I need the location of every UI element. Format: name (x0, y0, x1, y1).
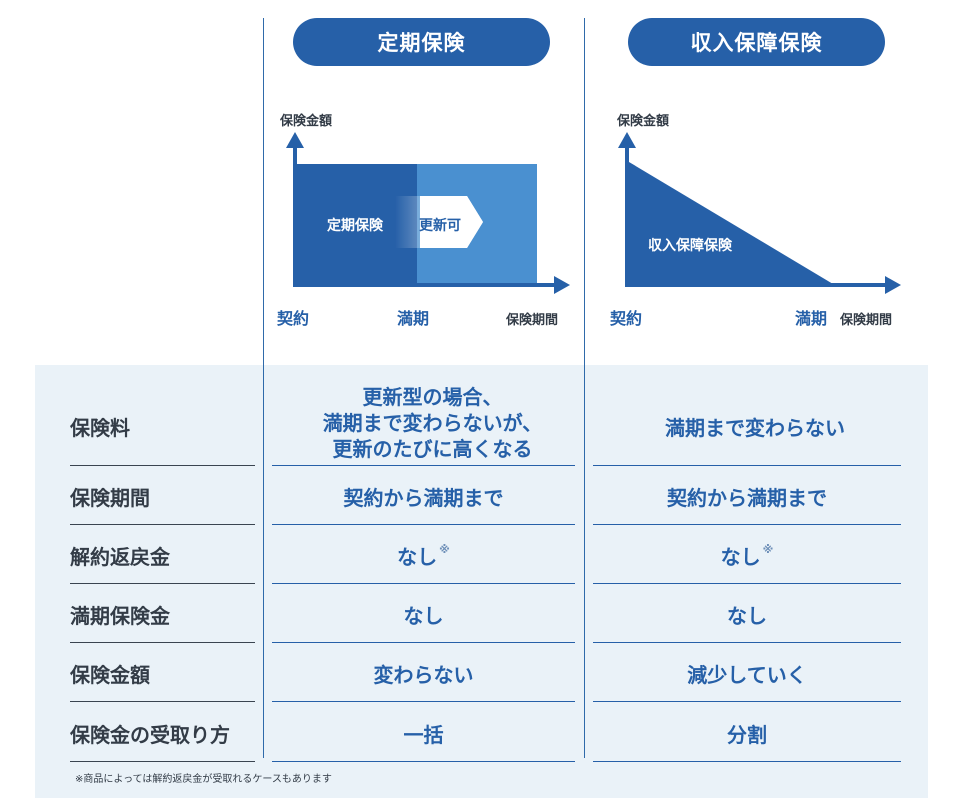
term-premium-line-1: 更新型の場合、 (362, 385, 503, 409)
row-label-surrender: 解約返戻金 (70, 544, 170, 569)
column-divider-left (263, 18, 264, 758)
term-payout-cell: 一括 (403, 722, 444, 747)
income-maturity-cell: なし (727, 603, 767, 628)
row-divider-label-2 (70, 583, 255, 584)
row-divider-label-3 (70, 642, 255, 643)
term-sum-cell: 変わらない (373, 662, 474, 687)
chart1-y-arrow (286, 132, 304, 148)
renewable-label: 更新可 (419, 217, 461, 234)
row-divider-term-1 (272, 524, 575, 525)
row-label-premium: 保険料 (70, 415, 130, 440)
chart2-period-label: 保険期間 (840, 313, 893, 328)
income-period-cell: 契約から満期まで (667, 485, 827, 510)
chart2-x-arrow (885, 276, 901, 294)
row-divider-label-0 (70, 465, 255, 466)
term-premium-cell: 更新型の場合、 満期まで変わらないが、 更新のたびに高くなる (290, 382, 575, 464)
income-premium-cell: 満期まで変わらない (665, 415, 845, 440)
term-surrender-value: なし (397, 544, 438, 569)
table-background (35, 365, 928, 798)
income-protection-header: 収入保障保険 (628, 18, 885, 66)
footnote: ※商品によっては解約返戻金が受取れるケースもあります (75, 774, 332, 785)
chart2-y-axis-label: 保険金額 (617, 114, 670, 129)
chart1-maturity-label: 満期 (397, 309, 430, 328)
income-surrender-value: なし (720, 544, 761, 569)
term-insurance-header: 定期保険 (293, 18, 550, 66)
term-insurance-chart: 定期保険 更新可 (286, 132, 570, 294)
chart1-x-arrow (554, 276, 570, 294)
term-surrender-mark: ※ (439, 542, 450, 556)
row-divider-income-4 (593, 701, 901, 702)
renewal-arrow-solid (420, 196, 483, 248)
term-surrender-cell: なし※ (272, 529, 575, 581)
term-premium-line-2: 満期まで変わらないが、 (322, 411, 543, 435)
term-premium-line-3: 更新のたびに高くなる (332, 437, 533, 461)
chart1-y-axis-label: 保険金額 (280, 114, 333, 129)
chart2-y-arrow (618, 132, 636, 148)
row-divider-term-0 (272, 465, 575, 466)
income-sum-cell: 減少していく (687, 662, 807, 687)
row-divider-term-4 (272, 701, 575, 702)
term-maturity-cell: なし (403, 603, 444, 628)
row-label-sum-insured: 保険金額 (70, 662, 150, 687)
income-payout-cell: 分割 (727, 722, 767, 747)
row-divider-term-3 (272, 642, 575, 643)
row-divider-income-3 (593, 642, 901, 643)
row-label-payout: 保険金の受取り方 (70, 722, 230, 747)
chart2-start-label: 契約 (610, 309, 643, 328)
chart1-start-label: 契約 (277, 309, 310, 328)
row-divider-income-2 (593, 583, 901, 584)
row-divider-label-5 (70, 761, 255, 762)
row-divider-label-1 (70, 524, 255, 525)
chart2-maturity-label: 満期 (795, 309, 828, 328)
term-period-cell: 契約から満期まで (343, 485, 504, 510)
row-divider-income-0 (593, 465, 901, 466)
column-divider-right (584, 18, 585, 758)
chart1-period-label: 保険期間 (506, 313, 559, 328)
row-divider-term-2 (272, 583, 575, 584)
income-surrender-cell: なし※ (593, 529, 901, 581)
row-divider-income-5 (593, 761, 901, 762)
decreasing-triangle (629, 162, 833, 284)
term-bar-label: 定期保険 (327, 217, 384, 234)
income-protection-chart: 収入保障保険 (618, 132, 901, 294)
row-label-maturity-benefit: 満期保険金 (70, 603, 170, 628)
income-surrender-mark: ※ (762, 542, 774, 556)
row-divider-term-5 (272, 761, 575, 762)
row-label-period: 保険期間 (70, 485, 150, 510)
row-divider-label-4 (70, 701, 255, 702)
triangle-label: 収入保障保険 (648, 237, 733, 254)
row-divider-income-1 (593, 524, 901, 525)
